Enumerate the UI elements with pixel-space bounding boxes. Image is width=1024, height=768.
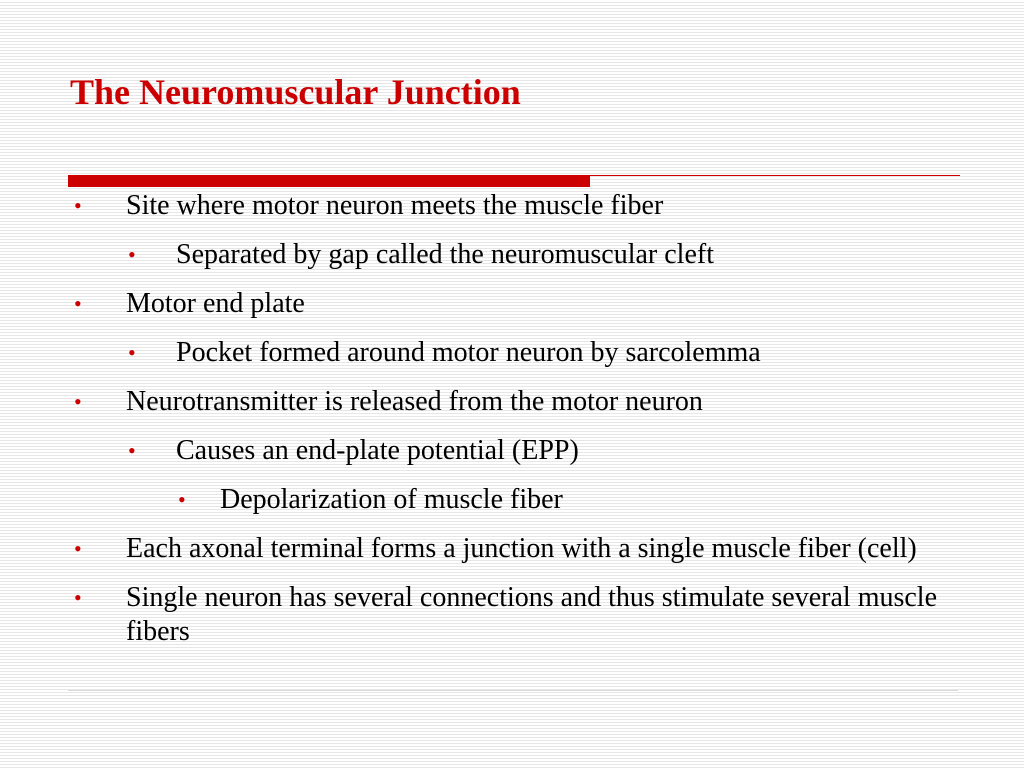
bullet-icon: • — [74, 389, 82, 414]
bullet-text: Each axonal terminal forms a junction wi… — [126, 533, 917, 564]
bullet-text: Separated by gap called the neuromuscula… — [176, 239, 714, 270]
title-accent-rule — [68, 175, 590, 187]
slide-title: The Neuromuscular Junction — [70, 72, 521, 112]
bullet-item: • Separated by gap called the neuromuscul… — [0, 238, 946, 272]
bullet-icon: • — [128, 438, 136, 463]
bullet-item: • Motor end plate — [0, 287, 946, 321]
bullet-icon: • — [74, 193, 82, 218]
bullet-item: • Depolarization of muscle fiber — [0, 483, 940, 517]
bullet-item: • Each axonal terminal forms a junction w… — [0, 532, 946, 566]
bullet-text: Motor end plate — [126, 288, 305, 319]
bullet-text: Depolarization of muscle fiber — [220, 484, 563, 515]
bullet-text: Site where motor neuron meets the muscle… — [126, 190, 664, 221]
bullet-item: • Site where motor neuron meets the muscl… — [0, 189, 946, 223]
title-divider-rule — [590, 175, 960, 176]
bullet-icon: • — [178, 487, 186, 512]
bullet-text: Pocket formed around motor neuron by sar… — [176, 337, 761, 368]
bullet-icon: • — [74, 585, 82, 610]
bullet-icon: • — [128, 340, 136, 365]
bullet-list: • Site where motor neuron meets the muscl… — [0, 189, 1024, 649]
bullet-item: • Neurotransmitter is released from the m… — [0, 385, 946, 419]
bullet-item: • Pocket formed around motor neuron by sa… — [0, 336, 946, 370]
footer-divider-rule — [68, 690, 958, 691]
bullet-icon: • — [128, 242, 136, 267]
bullet-text: Neurotransmitter is released from the mo… — [126, 386, 703, 417]
bullet-text: Single neuron has several connections an… — [126, 582, 938, 647]
bullet-icon: • — [74, 536, 82, 561]
bullet-icon: • — [74, 291, 82, 316]
bullet-item: • Causes an end-plate potential (EPP) — [0, 434, 946, 468]
bullet-item: • Single neuron has several connections a… — [0, 581, 946, 649]
bullet-text: Causes an end-plate potential (EPP) — [176, 435, 579, 466]
